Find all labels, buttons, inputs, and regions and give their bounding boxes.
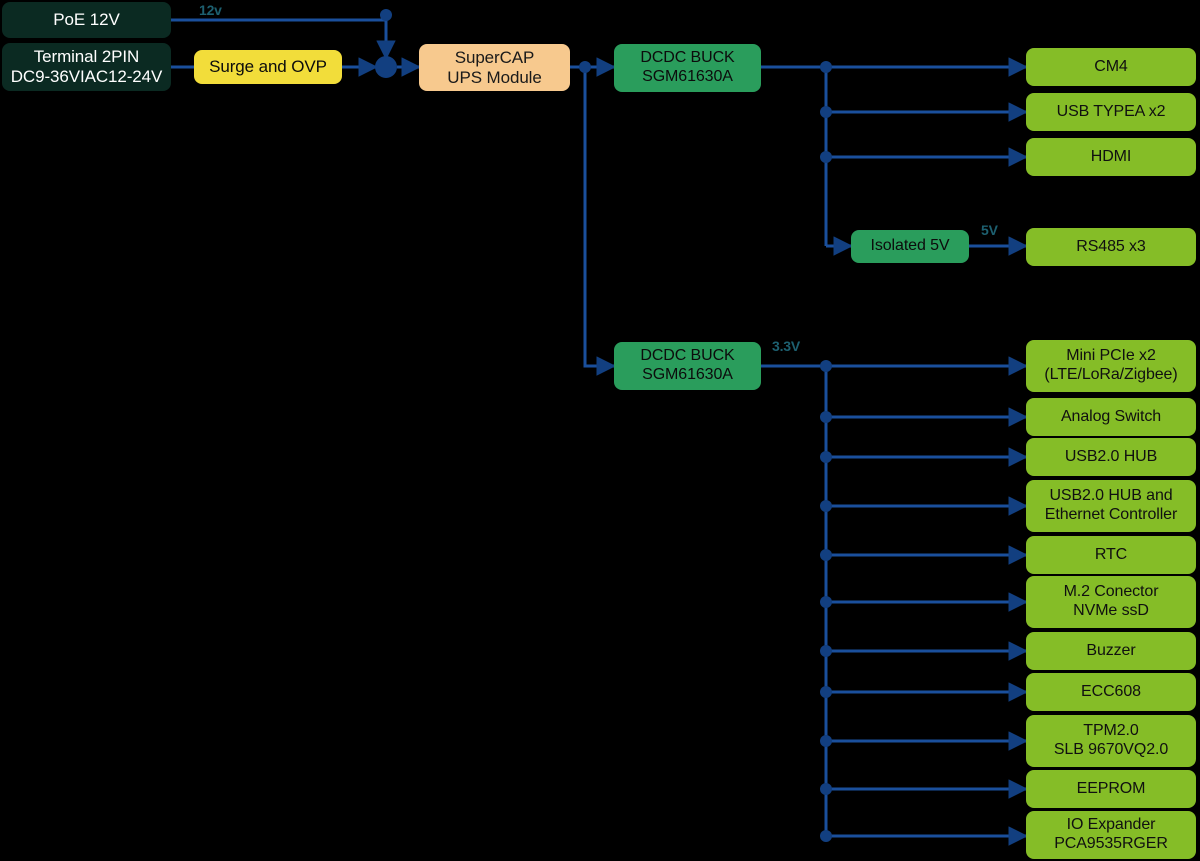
load-block-analog-switch[interactable]: Analog Switch xyxy=(1026,398,1196,436)
junction-dot-j-3v3-bus-1 xyxy=(820,360,832,372)
converter-block-buck-3v3[interactable]: DCDC BUCK SGM61630A xyxy=(614,342,761,390)
load-block-m2-nvme[interactable]: M.2 Conector NVMe ssD xyxy=(1026,576,1196,628)
edge-label-lbl-5v: 5V xyxy=(981,222,998,238)
load-block-io-expander[interactable]: IO Expander PCA9535RGER xyxy=(1026,811,1196,859)
junction-dot-j-5v-bus-usb xyxy=(820,106,832,118)
junction-dot-j-3v3-bus-2 xyxy=(820,411,832,423)
load-block-ecc608[interactable]: ECC608 xyxy=(1026,673,1196,711)
junction-dot-j-main-merge xyxy=(375,56,397,78)
load-block-usb-hub-eth[interactable]: USB2.0 HUB and Ethernet Controller xyxy=(1026,480,1196,532)
junction-dot-j-5v-bus-hdmi xyxy=(820,151,832,163)
junction-dot-j-3v3-bus-4 xyxy=(820,500,832,512)
junction-dot-j-supercap-out xyxy=(579,61,591,73)
junction-dot-j-3v3-bus-3 xyxy=(820,451,832,463)
converter-block-isolated-5v[interactable]: Isolated 5V xyxy=(851,230,969,263)
ups-block-supercap[interactable]: SuperCAP UPS Module xyxy=(419,44,570,91)
junction-dot-j-3v3-bus-9 xyxy=(820,735,832,747)
junction-dot-j-3v3-bus-5 xyxy=(820,549,832,561)
junction-dot-j-3v3-bus-6 xyxy=(820,596,832,608)
junction-dot-j-3v3-bus-10 xyxy=(820,783,832,795)
load-block-usb-typea[interactable]: USB TYPEA x2 xyxy=(1026,93,1196,131)
load-block-buzzer[interactable]: Buzzer xyxy=(1026,632,1196,670)
load-block-cm4[interactable]: CM4 xyxy=(1026,48,1196,86)
load-block-rs485[interactable]: RS485 x3 xyxy=(1026,228,1196,266)
junction-dot-j-3v3-bus-7 xyxy=(820,645,832,657)
load-block-eeprom[interactable]: EEPROM xyxy=(1026,770,1196,808)
load-block-hdmi[interactable]: HDMI xyxy=(1026,138,1196,176)
junction-dots xyxy=(375,9,832,842)
junction-dot-j-3v3-bus-11 xyxy=(820,830,832,842)
wire-ups-trunk-down xyxy=(583,67,616,376)
edge-label-lbl-33v: 3.3V xyxy=(772,338,800,354)
junction-dot-j-poe-tap xyxy=(380,9,392,21)
load-block-mini-pcie[interactable]: Mini PCIe x2 (LTE/LoRa/Zigbee) xyxy=(1026,340,1196,392)
source-block-poe[interactable]: PoE 12V xyxy=(2,2,171,38)
converter-block-buck-5v[interactable]: DCDC BUCK SGM61630A xyxy=(614,44,761,92)
load-block-usb-hub[interactable]: USB2.0 HUB xyxy=(1026,438,1196,476)
junction-dot-j-3v3-bus-8 xyxy=(820,686,832,698)
load-block-tpm[interactable]: TPM2.0 SLB 9670VQ2.0 xyxy=(1026,715,1196,767)
load-block-rtc[interactable]: RTC xyxy=(1026,536,1196,574)
junction-dot-j-5v-bus-cm4 xyxy=(820,61,832,73)
edge-label-lbl-12v: 12v xyxy=(199,2,222,18)
protection-block-surge[interactable]: Surge and OVP xyxy=(194,50,342,84)
source-block-terminal[interactable]: Terminal 2PIN DC9-36VIAC12-24V xyxy=(2,43,171,91)
